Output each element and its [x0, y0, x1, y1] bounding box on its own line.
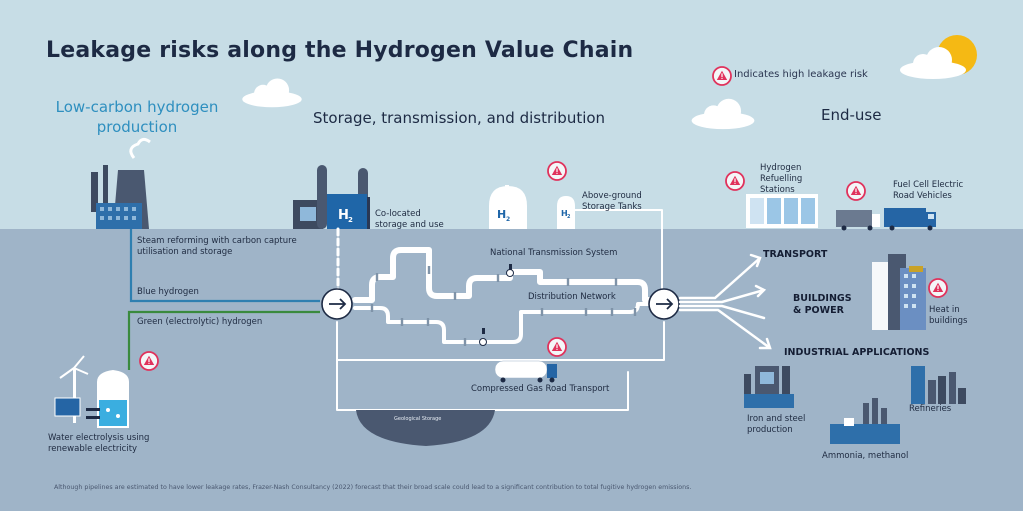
green-hydrogen-label: Green (electrolytic) hydrogen	[137, 317, 263, 327]
heat-label: Heat in buildings	[929, 305, 968, 326]
section-storage: Storage, transmission, and distribution	[313, 109, 606, 127]
page-title: Leakage risks along the Hydrogen Value C…	[46, 38, 634, 63]
colocated-storage-icon	[293, 165, 370, 229]
power-arrow	[678, 304, 766, 320]
geological-label: Geological Storage	[394, 416, 442, 422]
ammonia-plant-icon	[830, 398, 900, 444]
footnote: Although pipelines are estimated to have…	[54, 484, 692, 491]
cloud-icon	[691, 98, 755, 130]
warning-icon	[547, 161, 567, 181]
steam-line	[129, 229, 320, 303]
industrial-arrow	[678, 308, 772, 350]
refinery-icon	[911, 366, 966, 404]
colocated-label: Co-located storage and use	[375, 209, 444, 230]
svg-text:2: 2	[348, 216, 353, 224]
refuelling-label: Hydrogen Refuelling Stations	[760, 163, 803, 195]
truck-icon	[836, 208, 936, 231]
cloud-icon	[242, 78, 302, 108]
buildings-arrow	[678, 284, 767, 304]
transmission-label: National Transmission System	[490, 248, 618, 258]
transport-label: TRANSPORT	[763, 249, 828, 260]
aboveground-label: Above-ground Storage Tanks	[582, 191, 642, 212]
fuelcell-label: Fuel Cell Electric Road Vehicles	[893, 180, 964, 201]
ironsteel-label: Iron and steel production	[747, 414, 806, 435]
national-transmission-pipe	[352, 247, 658, 303]
distribution-label: Distribution Network	[528, 292, 616, 302]
geological-storage-icon	[356, 410, 495, 446]
valve-icon	[479, 264, 514, 346]
hub-icon	[321, 288, 680, 320]
svg-text:H: H	[497, 208, 506, 221]
road-transport-pipe	[336, 321, 665, 361]
svg-text:2: 2	[567, 214, 571, 220]
svg-text:H: H	[561, 209, 568, 218]
steam-reforming-label: Steam reforming with carbon capture util…	[137, 236, 297, 257]
storage-tanks-icon: H 2 H 2	[489, 185, 575, 229]
warning-icon	[712, 66, 732, 86]
ammonia-label: Ammonia, methanol	[822, 451, 909, 461]
section-production: Low-carbon hydrogen production	[55, 98, 219, 136]
warning-icon	[846, 181, 866, 201]
h2-label: H	[338, 208, 349, 223]
blue-hydrogen-label: Blue hydrogen	[137, 287, 199, 297]
refineries-label: Refineries	[909, 404, 952, 414]
green-line	[127, 310, 320, 370]
legend-text: Indicates high leakage risk	[734, 69, 868, 80]
transport-arrow	[678, 253, 762, 300]
warning-icon	[928, 278, 948, 298]
warning-icon	[725, 171, 745, 191]
electrolysis-label: Water electrolysis using renewable elect…	[48, 433, 150, 454]
road-transport-label: Compressed Gas Road Transport	[471, 384, 610, 394]
refuelling-station-icon	[746, 194, 818, 228]
electrolysis-icon	[54, 355, 129, 428]
distribution-pipe	[353, 302, 657, 344]
pipe-to-tanks	[574, 209, 663, 291]
buildings-label: BUILDINGS & POWER	[793, 293, 852, 316]
iron-steel-plant-icon	[744, 366, 794, 408]
warning-icon	[547, 337, 567, 357]
steam-reforming-plant-icon	[91, 137, 151, 229]
buildings-icon	[872, 254, 926, 330]
svg-text:2: 2	[506, 216, 510, 223]
road-tanker-icon	[494, 360, 557, 383]
industrial-label: INDUSTRIAL APPLICATIONS	[784, 347, 930, 358]
section-enduse: End-use	[821, 106, 882, 124]
warning-icon	[139, 351, 159, 371]
